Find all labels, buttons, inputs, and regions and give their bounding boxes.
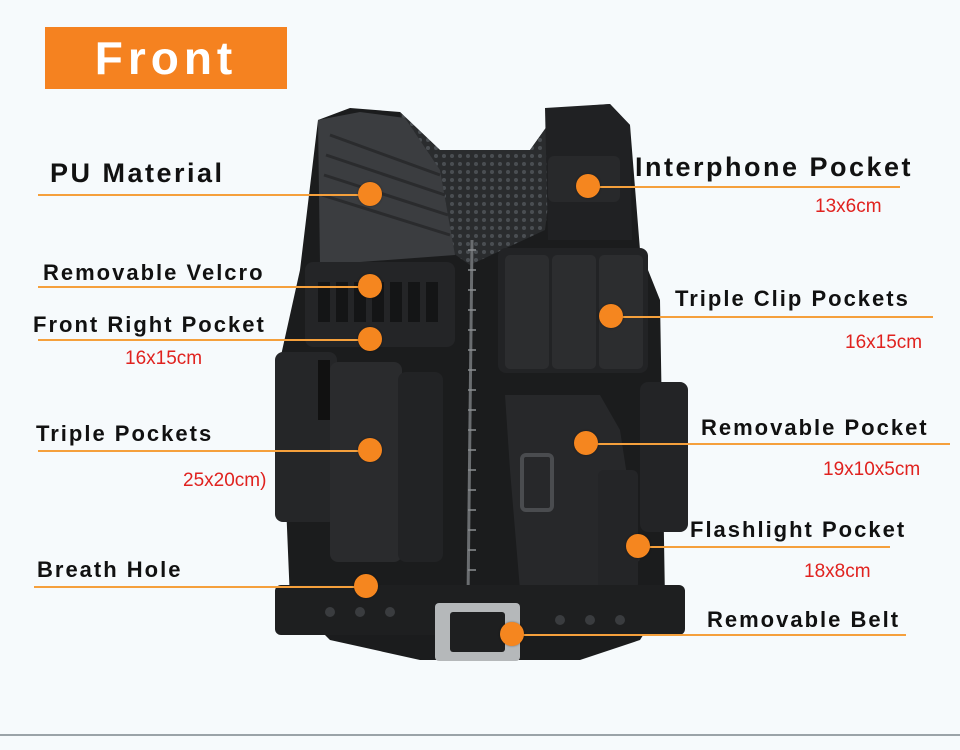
label-triple-clip-pockets: Triple Clip Pockets	[675, 286, 910, 311]
leader-line	[512, 634, 906, 636]
label-triple-pockets: Triple Pockets	[36, 421, 214, 446]
leader-line	[38, 286, 370, 288]
leader-line	[611, 316, 933, 318]
callout-dot	[626, 534, 650, 558]
leader-line	[38, 194, 370, 196]
callout-dot	[358, 274, 382, 298]
bottom-divider	[0, 734, 960, 736]
callout-dot	[358, 438, 382, 462]
size-interphone-pocket: 13x6cm	[815, 196, 882, 217]
callout-dot	[354, 574, 378, 598]
size-front-right-pocket: 16x15cm	[125, 348, 203, 369]
label-removable-belt: Removable Belt	[707, 607, 901, 632]
callout-dot	[576, 174, 600, 198]
size-removable-pocket: 19x10x5cm	[823, 459, 921, 480]
leader-line	[638, 546, 890, 548]
front-badge: Front	[45, 27, 287, 89]
size-triple-clip-pockets: 16x15cm	[845, 332, 923, 353]
leader-line	[588, 186, 900, 188]
label-front-right-pocket: Front Right Pocket	[33, 312, 266, 337]
label-interphone-pocket: Interphone Pocket	[635, 152, 914, 182]
callout-dot	[358, 182, 382, 206]
size-triple-pockets: 25x20cm)	[183, 470, 267, 491]
leader-line	[34, 586, 366, 588]
leader-line	[586, 443, 950, 445]
label-pu-material: PU Material	[50, 158, 225, 188]
label-breath-hole: Breath Hole	[37, 557, 183, 582]
callout-dot	[358, 327, 382, 351]
size-flashlight-pocket: 18x8cm	[804, 561, 871, 582]
label-flashlight-pocket: Flashlight Pocket	[690, 517, 907, 542]
leader-line	[38, 339, 370, 341]
callout-dot	[500, 622, 524, 646]
label-removable-velcro: Removable Velcro	[43, 260, 265, 285]
callout-dot	[574, 431, 598, 455]
leader-line	[38, 450, 370, 452]
label-removable-pocket: Removable Pocket	[701, 415, 929, 440]
callout-dot	[599, 304, 623, 328]
